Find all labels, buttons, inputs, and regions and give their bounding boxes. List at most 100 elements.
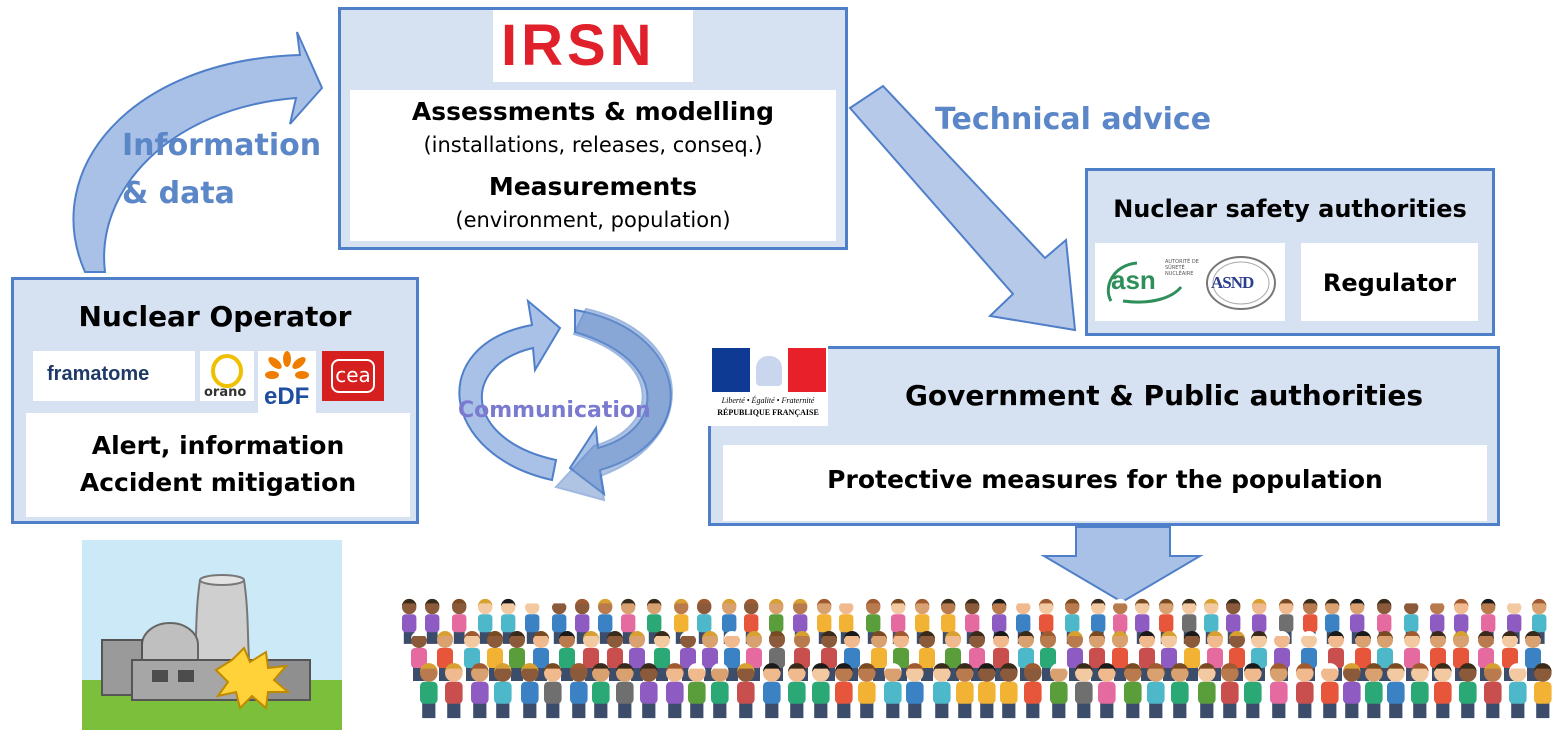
crowd-person — [1343, 663, 1361, 719]
crowd-person — [445, 663, 463, 719]
regulator-label: Regulator — [1322, 269, 1457, 297]
republic-name: RÉPUBLIQUE FRANÇAISE — [717, 408, 819, 417]
cea-logo-box: cea — [322, 351, 384, 401]
crowd-person — [1000, 663, 1018, 719]
crowd-person — [420, 663, 438, 719]
government-measures-box: Protective measures for the population — [723, 445, 1487, 521]
framatome-logo-box: framatome — [33, 351, 195, 401]
crowd-person — [945, 631, 961, 681]
republic-motto: Liberté • Égalité • Fraternité — [721, 396, 815, 405]
government-measures: Protective measures for the population — [827, 465, 1383, 494]
crowd-person — [521, 663, 539, 719]
crowd-person — [621, 598, 636, 644]
marianne-flag — [712, 348, 826, 392]
edf-logo-box: eDF — [258, 351, 316, 413]
crowd-person — [598, 598, 613, 644]
irsn-logo-box: IRSN — [493, 10, 693, 82]
crowd-person — [1147, 663, 1165, 719]
crowd-person — [1365, 663, 1383, 719]
crowd-person — [835, 663, 853, 719]
crowd-person — [544, 663, 562, 719]
operator-actions-box: Alert, information Accident mitigation — [26, 413, 410, 517]
crowd-person — [1221, 663, 1239, 719]
government-title: Government & Public authorities — [904, 379, 1424, 412]
operator-title: Nuclear Operator — [78, 300, 352, 333]
crowd-person — [666, 663, 684, 719]
crowd-person — [1321, 663, 1339, 719]
crowd-person — [1453, 631, 1469, 681]
crowd-person — [509, 631, 525, 681]
crowd-person — [1377, 631, 1393, 681]
crowd-person — [494, 663, 512, 719]
nuclear-plant-illustration — [82, 540, 342, 730]
crowd-person — [978, 663, 996, 719]
information-label-1: Information — [122, 128, 322, 163]
crowd-person — [654, 631, 670, 681]
asnd-logo: ASND — [1203, 253, 1279, 313]
crowd-person — [688, 663, 706, 719]
crowd-person — [1509, 663, 1527, 719]
crowd-person — [575, 598, 590, 644]
crowd-person — [1161, 631, 1177, 681]
crowd-person — [1171, 663, 1189, 719]
crowd-person — [616, 663, 634, 719]
safety-logos-box: asn AUTORITÉ DE SÛRETÉ NUCLÉAIRE ASND — [1095, 243, 1285, 321]
safety-title: Nuclear safety authorities — [1113, 195, 1467, 223]
crowd-person — [1481, 598, 1496, 644]
crowd-person — [788, 663, 806, 719]
crowd-person — [1050, 663, 1068, 719]
irsn-line1: Assessments & modelling — [411, 97, 775, 126]
crowd-person — [425, 598, 440, 644]
crowd-person — [1139, 631, 1155, 681]
crowd-person — [629, 631, 645, 681]
crowd-person — [1098, 663, 1116, 719]
crowd-person — [1024, 663, 1042, 719]
crowd-person — [640, 663, 658, 719]
crowd-person — [1411, 663, 1429, 719]
crowd-person — [1112, 631, 1128, 681]
operator-line1: Alert, information — [91, 431, 345, 460]
crowd-person — [1484, 663, 1502, 719]
republic-logo-box: Liberté • Égalité • Fraternité RÉPUBLIQU… — [708, 346, 828, 426]
crowd-person — [746, 631, 762, 681]
population-crowd-illustration — [398, 590, 1554, 730]
edf-logo: eDF — [264, 383, 310, 410]
crowd-person — [471, 663, 489, 719]
orano-logo: orano — [204, 385, 247, 400]
crowd-person — [763, 663, 781, 719]
crowd-person — [478, 598, 493, 644]
crowd-person — [452, 598, 467, 644]
crowd-person — [570, 663, 588, 719]
crowd-person — [812, 663, 830, 719]
crowd-person — [583, 631, 599, 681]
crowd-person — [1478, 631, 1494, 681]
crowd-person — [1270, 663, 1288, 719]
irsn-line4: (environment, population) — [455, 208, 731, 232]
irsn-line2: (installations, releases, conseq.) — [423, 133, 763, 157]
crowd-person — [1075, 663, 1093, 719]
crowd-person — [956, 663, 974, 719]
technical-advice-label: Technical advice — [935, 102, 1212, 137]
crowd-person — [724, 631, 740, 681]
crowd-person — [1184, 631, 1200, 681]
crowd-person — [437, 631, 453, 681]
crowd-person — [559, 631, 575, 681]
crowd-person — [1459, 663, 1477, 719]
regulator-box: Regulator — [1301, 243, 1478, 321]
irsn-line3: Measurements — [488, 172, 698, 201]
crowd-person — [680, 631, 696, 681]
cea-logo: cea — [331, 359, 375, 393]
crowd-person — [1198, 663, 1216, 719]
information-label-2: & data — [122, 176, 235, 211]
irsn-inner — [350, 90, 836, 241]
crowd-person — [919, 631, 935, 681]
government-panel: Liberté • Égalité • Fraternité RÉPUBLIQU… — [708, 346, 1500, 526]
crowd-person — [1387, 663, 1405, 719]
crowd-person — [592, 663, 610, 719]
crowd-person — [858, 663, 876, 719]
safety-panel: Nuclear safety authorities asn AUTORITÉ … — [1085, 168, 1495, 336]
operator-panel: Nuclear Operator framatome orano eDF cea… — [11, 277, 419, 524]
